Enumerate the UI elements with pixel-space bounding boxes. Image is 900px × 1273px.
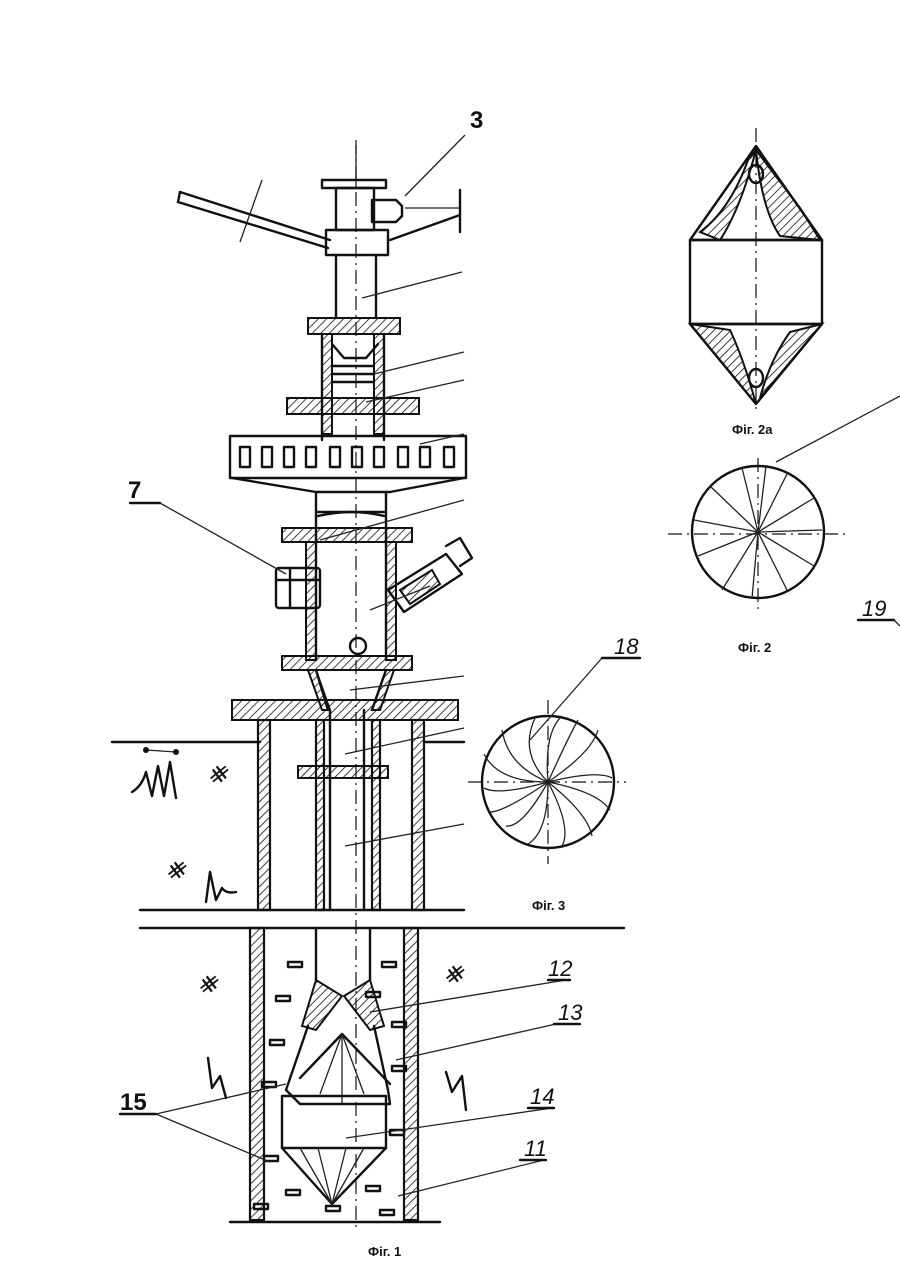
svg-text:⨳: ⨳ bbox=[208, 756, 229, 789]
callout-3: 3 bbox=[470, 107, 483, 134]
fig3-swirl-disk bbox=[468, 658, 640, 864]
caption-fig2a: Фіг. 2а bbox=[732, 422, 773, 437]
handle-assembly bbox=[178, 135, 465, 255]
casing-lower: ⨳ ⨳ bbox=[198, 928, 466, 1222]
fig2-radial-disk bbox=[668, 396, 900, 626]
callout-11: 11 bbox=[524, 1136, 547, 1161]
flange-disk bbox=[230, 434, 466, 492]
fig1-leaders bbox=[120, 503, 580, 1196]
casing-upper: ⨳ ⨳ bbox=[112, 700, 624, 928]
callout-7: 7 bbox=[128, 477, 141, 504]
callout-13: 13 bbox=[558, 1000, 583, 1025]
upper-shaft bbox=[287, 255, 464, 440]
callout-14: 14 bbox=[530, 1084, 554, 1109]
caption-fig3: Фіг. 3 bbox=[532, 898, 565, 913]
callout-18: 18 bbox=[614, 634, 639, 659]
mid-body bbox=[276, 492, 472, 710]
caption-fig2: Фіг. 2 bbox=[738, 640, 771, 655]
svg-text:⨳: ⨳ bbox=[444, 956, 465, 989]
fig1-drawing: ⨳ ⨳ bbox=[112, 135, 624, 1230]
callout-15: 15 bbox=[120, 1089, 147, 1116]
callout-19: 19 bbox=[862, 596, 886, 621]
svg-text:⨳: ⨳ bbox=[198, 966, 219, 999]
caption-fig1: Фіг. 1 bbox=[368, 1244, 401, 1259]
fig2a-double-cone bbox=[690, 128, 822, 412]
svg-text:⨳: ⨳ bbox=[166, 852, 187, 885]
disk-slots bbox=[240, 447, 454, 467]
callout-12: 12 bbox=[548, 956, 572, 981]
